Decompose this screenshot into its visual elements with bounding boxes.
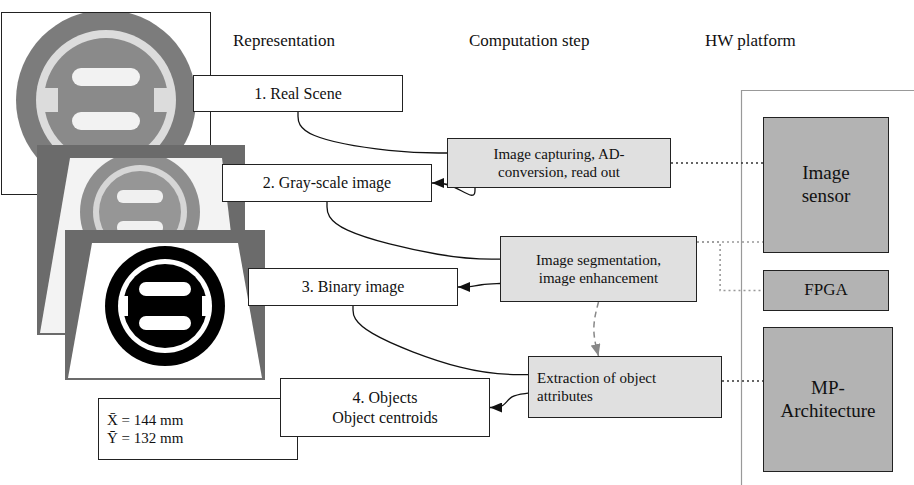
object-outer-ring (105, 246, 225, 366)
flow-arrow (298, 112, 447, 153)
representation-box: 4. ObjectsObject centroids (280, 378, 490, 437)
node-text: 2. Gray-scale image (263, 173, 391, 192)
hw-panel-outline (742, 91, 914, 485)
hw-mapping-line (671, 162, 763, 164)
binary-field (68, 243, 262, 378)
computation-box: Extraction of object attributes (528, 356, 722, 418)
hardware-box: MP-Architecture (763, 327, 893, 472)
computation-box: Image capturing, AD-conversion, read out (447, 138, 671, 188)
node-text: 3. Binary image (302, 277, 405, 296)
flow-arrow (458, 284, 500, 287)
representation-box: 2. Gray-scale image (222, 164, 432, 202)
node-text: 4. Objects (353, 388, 418, 407)
object-core (123, 264, 207, 348)
object-slot (117, 190, 163, 203)
object-core (44, 38, 168, 162)
column-heading: Computation step (469, 31, 589, 51)
hw-mapping-line (697, 241, 763, 243)
object-notch (154, 88, 168, 112)
hw-mapping-line (697, 242, 763, 291)
object-slot (72, 112, 140, 130)
node-text: Image segmentation, image enhancement (519, 251, 679, 287)
node-text: Object centroids (332, 408, 437, 427)
node-text: Image capturing, AD-conversion, read out (469, 145, 649, 181)
object-slot (139, 282, 191, 296)
representation-box: 1. Real Scene (193, 75, 403, 112)
column-heading: HW platform (705, 31, 796, 51)
column-heading: Representation (233, 31, 335, 51)
node-text: Extraction of object attributes (537, 369, 687, 405)
binary-frame (65, 230, 265, 380)
node-text: Ȳ = 132 mm (107, 429, 183, 447)
flow-arrow (490, 393, 528, 407)
hardware-box: FPGA (763, 270, 889, 311)
computation-box: Image segmentation, image enhancement (500, 236, 697, 302)
object-notch (119, 296, 128, 316)
object-gap-ring (118, 259, 212, 353)
object-slot (139, 316, 191, 330)
hw-mapping-line (722, 380, 763, 382)
object-slot (72, 68, 140, 86)
optional-flow-arrow (594, 302, 599, 356)
flow-arrow (353, 306, 528, 375)
object-notch (44, 88, 58, 112)
flow-arrow (327, 202, 500, 259)
object-notch (202, 296, 211, 316)
hardware-box: Image sensor (763, 117, 889, 253)
node-text: FPGA (804, 280, 847, 300)
node-text: MP-Architecture (770, 377, 886, 423)
node-text: 1. Real Scene (254, 84, 342, 103)
result-box: X̄ = 144 mmȲ = 132 mm (98, 398, 298, 460)
binary-object (105, 246, 225, 366)
node-text: Image sensor (781, 162, 871, 208)
representation-box: 3. Binary image (248, 268, 458, 306)
node-text: X̄ = 144 mm (107, 411, 183, 429)
